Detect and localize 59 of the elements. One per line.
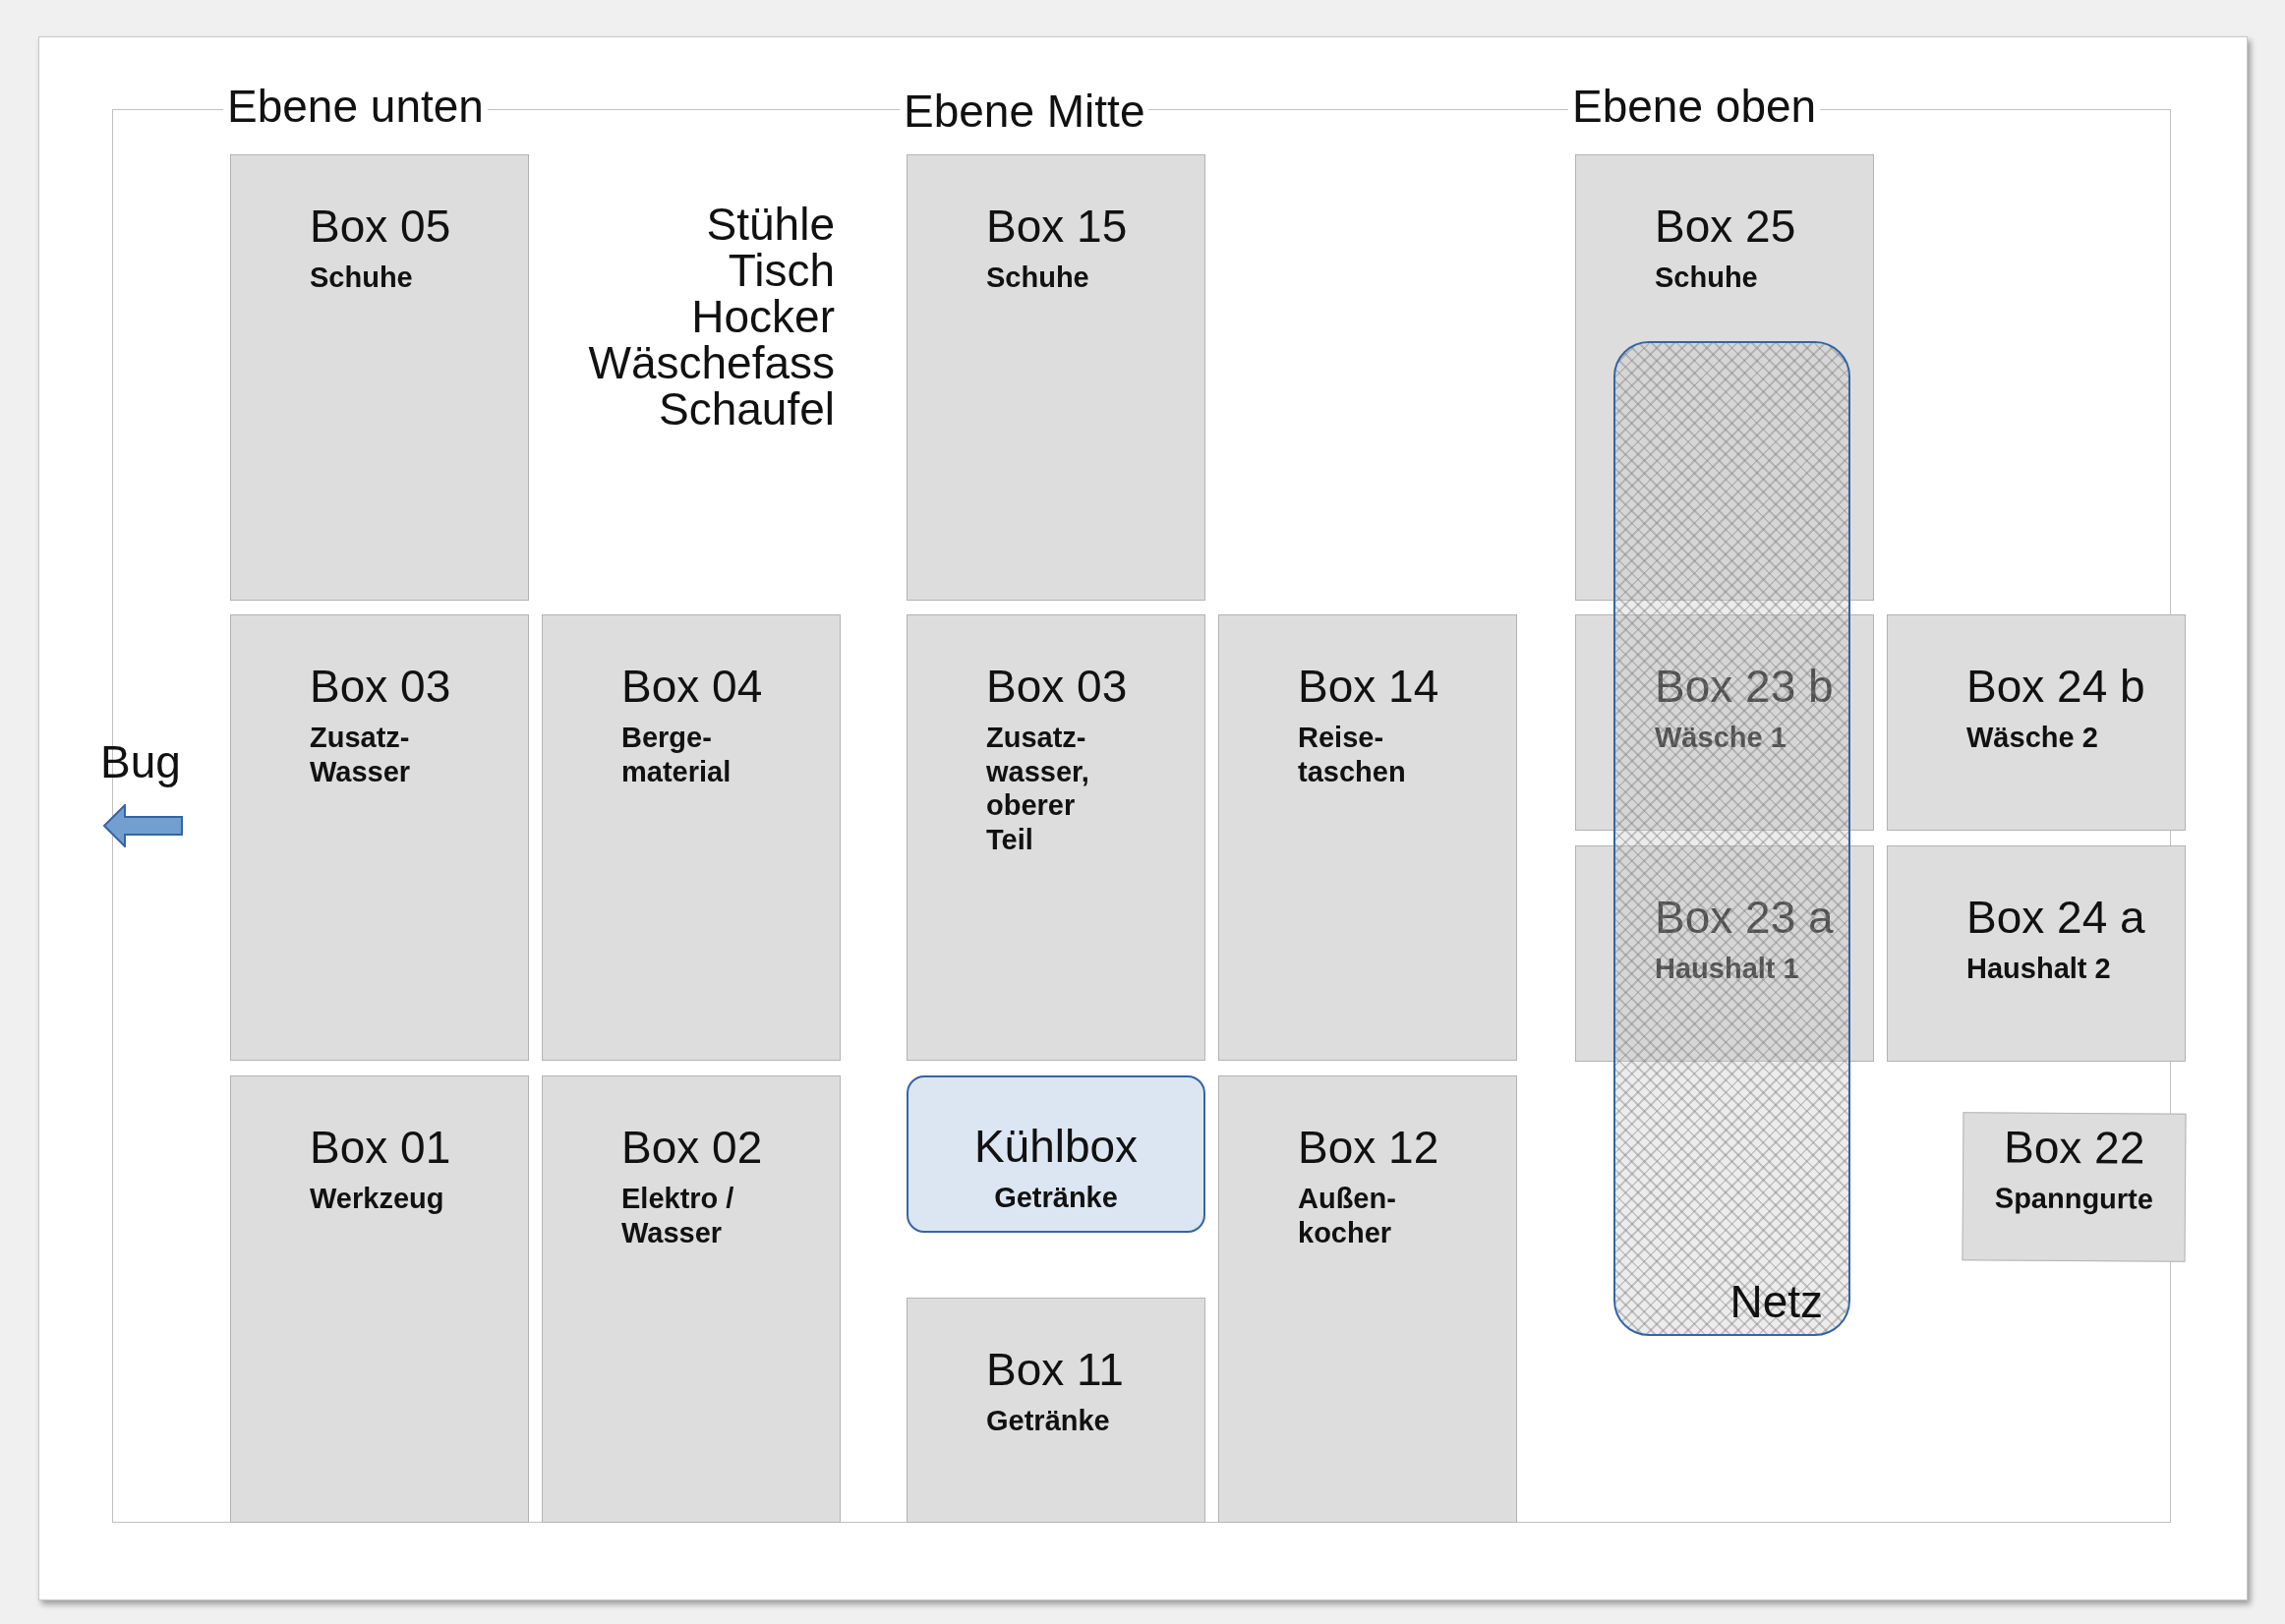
storage-box (1218, 1075, 1517, 1523)
box-title: Box 03 (310, 661, 451, 713)
box-contents: Elektro / Wasser (621, 1181, 735, 1250)
storage-box (1218, 614, 1517, 1061)
box-contents: Werkzeug (310, 1181, 444, 1216)
item-label: Bug (100, 739, 181, 785)
net-label: Netz (1729, 1275, 1823, 1328)
item-label: Schaufel (659, 386, 835, 433)
box-title: Box 14 (1298, 661, 1439, 713)
box-title: Box 05 (310, 201, 451, 253)
storage-box (230, 614, 529, 1061)
storage-box (1575, 154, 1874, 601)
box-title: Box 23 b (1655, 661, 1834, 713)
storage-box (542, 1075, 841, 1523)
box-contents: Außen- kocher (1298, 1181, 1397, 1250)
net-area (1613, 341, 1850, 1336)
box-title: Box 01 (310, 1122, 451, 1174)
box-title: Box 24 b (1966, 661, 2145, 713)
box-contents: Wäsche 1 (1655, 720, 1787, 755)
box-title: Box 03 (986, 661, 1128, 713)
box-title: Box 23 a (1655, 892, 1834, 944)
storage-box (542, 614, 841, 1061)
box-title: Box 22 (2004, 1121, 2145, 1175)
box-title: Kühlbox (973, 1121, 1139, 1173)
box-title: Box 02 (621, 1122, 763, 1174)
cooler-box (907, 1075, 1205, 1233)
storage-box (907, 154, 1205, 601)
box-title: Box 11 (986, 1344, 1124, 1396)
storage-box (1575, 845, 1874, 1062)
storage-box (1887, 845, 2186, 1062)
box-contents: Schuhe (986, 260, 1089, 295)
box-contents: Haushalt 2 (1966, 951, 2111, 986)
box-contents: Reise- taschen (1298, 720, 1407, 789)
box-title: Box 12 (1298, 1122, 1439, 1174)
box-contents: Wäsche 2 (1966, 720, 2098, 755)
box-contents: Berge- material (621, 720, 732, 789)
box-contents: Zusatz- Wasser (310, 720, 412, 789)
storage-box (230, 1075, 529, 1523)
box-title: Box 25 (1655, 201, 1796, 253)
box-contents: Spanngurte (1994, 1181, 2154, 1217)
item-label: Stühle (706, 202, 835, 248)
box-contents: Schuhe (1655, 260, 1758, 295)
box-contents: Zusatz- wasser, oberer Teil (986, 720, 1090, 858)
box-contents: Getränke (994, 1180, 1118, 1215)
box-title: Box 04 (621, 661, 763, 713)
box-contents: Getränke (986, 1403, 1110, 1438)
storage-box (1887, 614, 2186, 831)
item-label: Tisch (728, 248, 835, 294)
box-title: Box 24 a (1966, 892, 2145, 944)
item-label: Wäschefass (588, 340, 835, 386)
item-label: Hocker (691, 294, 835, 340)
storage-box (907, 1298, 1205, 1523)
storage-box (1575, 614, 1874, 831)
storage-box (230, 154, 529, 601)
storage-box (907, 614, 1205, 1061)
box-contents: Haushalt 1 (1655, 951, 1799, 986)
box-contents: Schuhe (310, 260, 413, 295)
storage-box (1962, 1112, 2187, 1262)
box-title: Box 15 (986, 201, 1128, 253)
